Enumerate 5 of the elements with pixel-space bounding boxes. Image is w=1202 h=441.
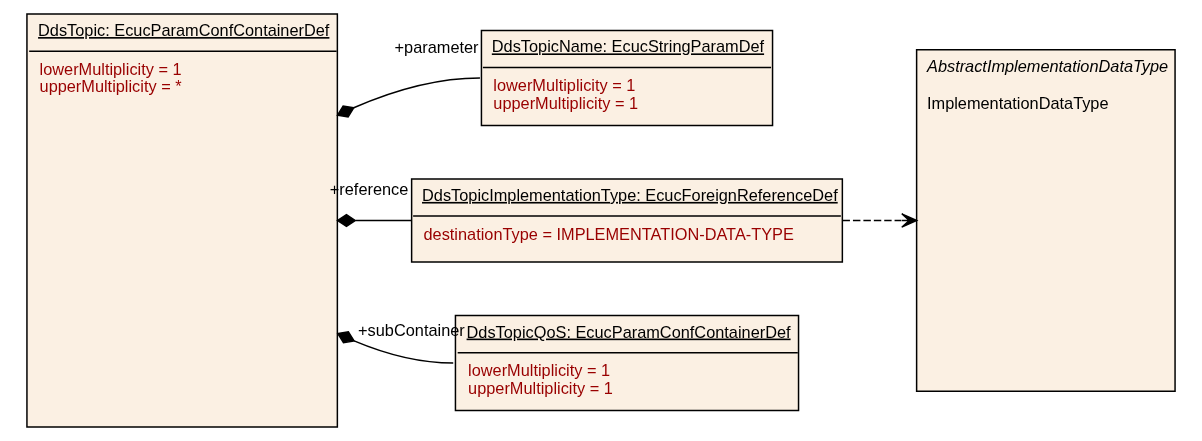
connector [336, 213, 413, 228]
connector [336, 77, 481, 118]
edge-label: +parameter [394, 38, 479, 57]
connector [336, 330, 454, 364]
arrow [841, 213, 918, 228]
